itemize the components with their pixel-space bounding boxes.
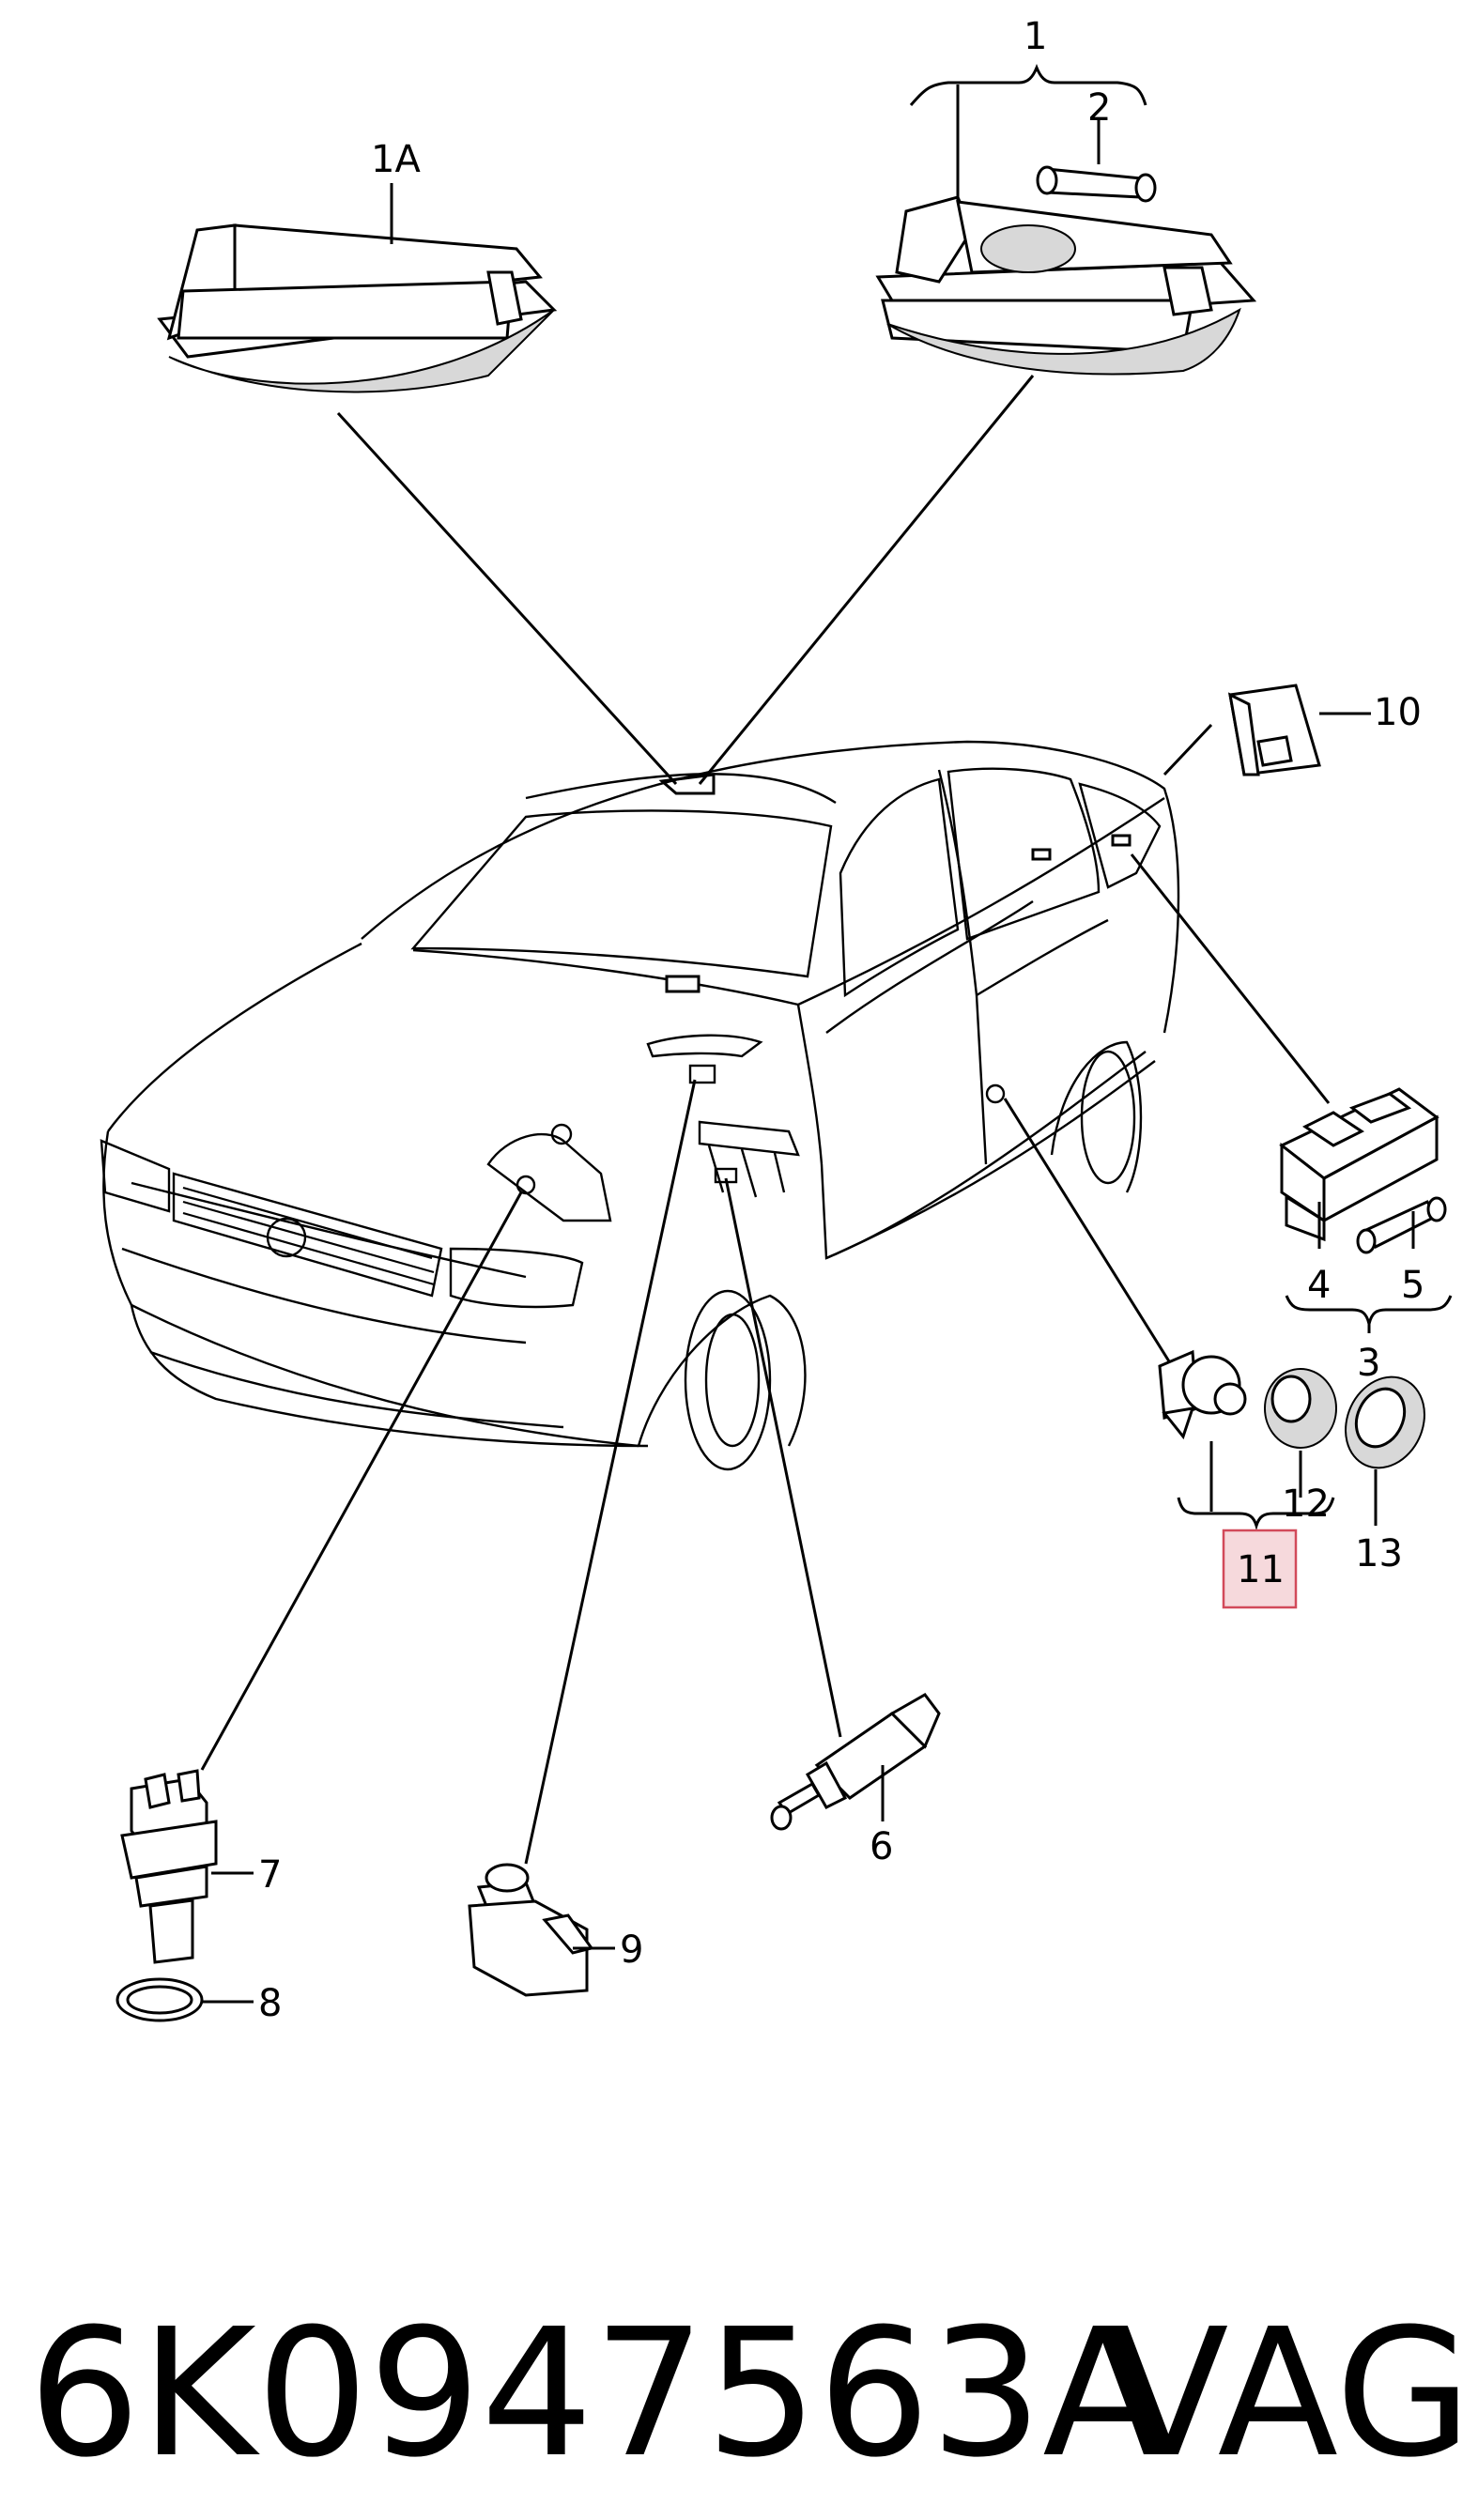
parts-diagram: 1A 1 2 10 4 5 3 12 13 11 6 7 8 9 <box>100 15 1453 2025</box>
o-ring-8 <box>115 1977 204 2022</box>
part-number: 6K0947563A <box>28 2291 1163 2497</box>
callout-13: 13 <box>1355 1532 1403 1575</box>
callout-7: 7 <box>258 1853 282 1897</box>
callout-3: 3 <box>1357 1342 1380 1385</box>
callout-12: 12 <box>1282 1483 1330 1526</box>
temperature-sensor-7 <box>120 1769 218 1964</box>
festoon-bulb-2 <box>1036 165 1157 203</box>
seal-ring-13 <box>1345 1375 1425 1469</box>
highlight-box-11 <box>1222 1529 1298 1609</box>
trim-clip-10 <box>1228 684 1321 776</box>
callout-10: 10 <box>1374 691 1422 734</box>
callout-4: 4 <box>1307 1264 1331 1307</box>
bulb-5 <box>1356 1196 1447 1254</box>
leader-lines <box>200 63 1453 2004</box>
callout-6: 6 <box>870 1825 893 1868</box>
car-illustration <box>100 740 1180 1471</box>
caption: 6K0947563A VAG <box>28 2291 1472 2497</box>
door-contact-switch-11 <box>1158 1349 1247 1440</box>
callout-5: 5 <box>1401 1264 1424 1307</box>
callout-8: 8 <box>258 1982 282 2025</box>
brand-name: VAG <box>1108 2291 1472 2497</box>
callout-1A: 1A <box>371 138 421 181</box>
rubber-cap-12 <box>1264 1368 1337 1449</box>
lock-switch-9 <box>468 1863 594 1997</box>
interior-light-1a <box>157 223 558 393</box>
interior-light-1 <box>875 195 1257 376</box>
switch-6 <box>770 1693 941 1831</box>
door-lamp-assembly-3 <box>1279 1087 1440 1242</box>
callout-1: 1 <box>1024 15 1047 58</box>
callout-labels: 1A 1 2 10 4 5 3 12 13 11 6 7 8 9 <box>258 15 1424 2025</box>
callout-9: 9 <box>620 1928 643 1972</box>
callout-2: 2 <box>1087 86 1111 130</box>
callout-11: 11 <box>1237 1548 1285 1591</box>
